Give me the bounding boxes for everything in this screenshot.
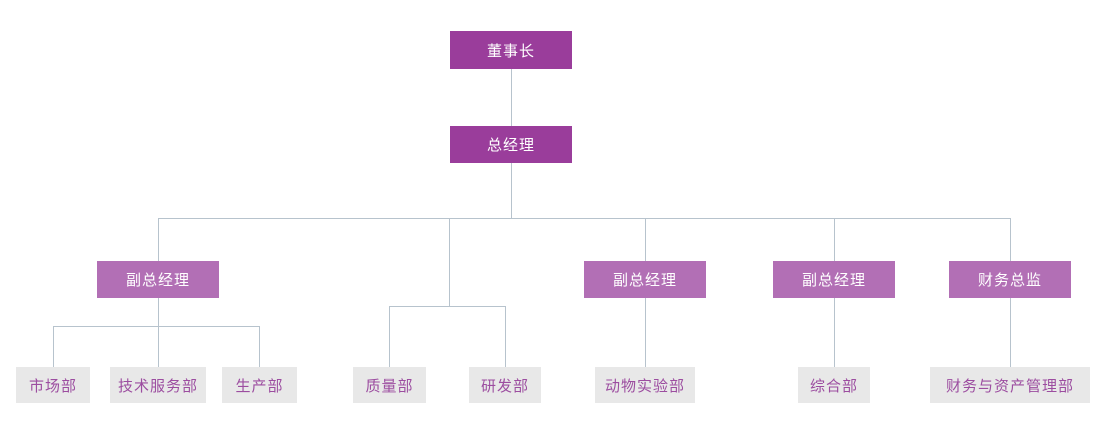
node-deputy-gm-2: 副总经理 bbox=[584, 261, 706, 298]
connector-drop-marketing bbox=[53, 326, 54, 367]
node-production-dept: 生产部 bbox=[222, 367, 297, 403]
node-general-affairs-dept: 综合部 bbox=[798, 367, 870, 403]
connector-drop-deputy-gm-2 bbox=[645, 218, 646, 261]
node-animal-lab-dept: 动物实验部 bbox=[595, 367, 695, 403]
connector-deputy1-rail bbox=[53, 326, 259, 327]
node-general-manager: 总经理 bbox=[450, 126, 572, 163]
connector-level3-rail bbox=[158, 218, 1010, 219]
connector-drop-junction bbox=[449, 218, 450, 306]
node-tech-service-dept: 技术服务部 bbox=[110, 367, 206, 403]
connector-drop-rnd bbox=[505, 306, 506, 367]
node-deputy-gm-3: 副总经理 bbox=[773, 261, 895, 298]
node-marketing-dept: 市场部 bbox=[16, 367, 90, 403]
connector-drop-finance-asset bbox=[1010, 298, 1011, 367]
node-deputy-gm-1: 副总经理 bbox=[97, 261, 219, 298]
connector-gm-trunk bbox=[511, 163, 512, 218]
node-quality-dept: 质量部 bbox=[353, 367, 426, 403]
connector-chairman-gm bbox=[511, 69, 512, 126]
connector-drop-finance-director bbox=[1010, 218, 1011, 261]
connector-drop-general-affairs bbox=[834, 298, 835, 367]
connector-deputy1-stem bbox=[158, 298, 159, 326]
connector-junction-rail bbox=[389, 306, 505, 307]
connector-drop-production bbox=[259, 326, 260, 367]
connector-drop-deputy-gm-3 bbox=[834, 218, 835, 261]
node-rnd-dept: 研发部 bbox=[469, 367, 541, 403]
node-chairman: 董事长 bbox=[450, 31, 572, 69]
connector-drop-deputy-gm-1 bbox=[158, 218, 159, 261]
connector-drop-animal-lab bbox=[645, 298, 646, 367]
connector-drop-quality bbox=[389, 306, 390, 367]
node-finance-asset-dept: 财务与资产管理部 bbox=[930, 367, 1090, 403]
node-finance-director: 财务总监 bbox=[949, 261, 1071, 298]
connector-drop-tech-service bbox=[158, 326, 159, 367]
